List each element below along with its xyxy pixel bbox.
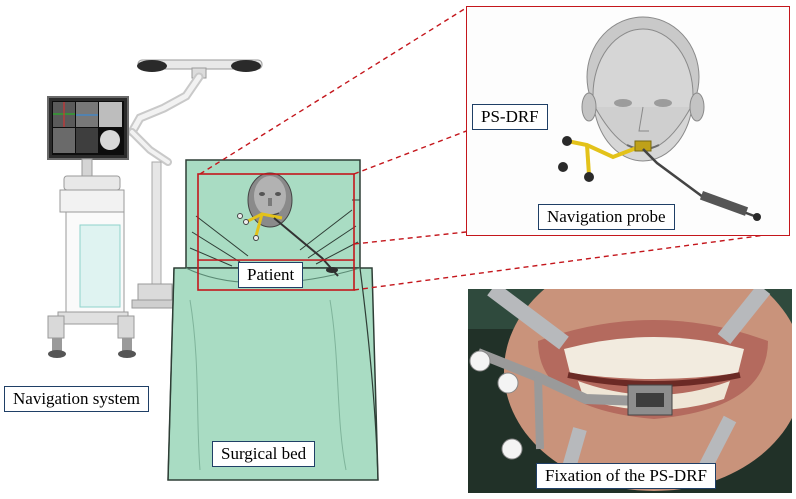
label-ps-drf: PS-DRF bbox=[472, 104, 548, 130]
patient-head bbox=[247, 172, 293, 228]
navigation-monitor bbox=[47, 96, 129, 160]
head-highlight-frame bbox=[197, 173, 355, 291]
head-model-render bbox=[558, 16, 761, 221]
surgical-bed-illustration bbox=[167, 159, 379, 481]
ps-drf-tracker bbox=[558, 136, 652, 182]
label-fixation: Fixation of the PS-DRF bbox=[536, 463, 716, 489]
navigation-cart bbox=[47, 175, 136, 358]
label-surgical-bed: Surgical bed bbox=[212, 441, 316, 467]
fixation-photo bbox=[468, 289, 792, 493]
label-navigation-system: Navigation system bbox=[4, 386, 150, 412]
label-navigation-probe: Navigation probe bbox=[538, 204, 675, 230]
tracker-on-patient bbox=[237, 212, 283, 241]
navigation-probe-tool bbox=[642, 148, 761, 221]
navigation-system-illustration bbox=[47, 59, 263, 358]
fixation-photo-render bbox=[468, 289, 792, 493]
label-patient: Patient bbox=[238, 262, 304, 288]
